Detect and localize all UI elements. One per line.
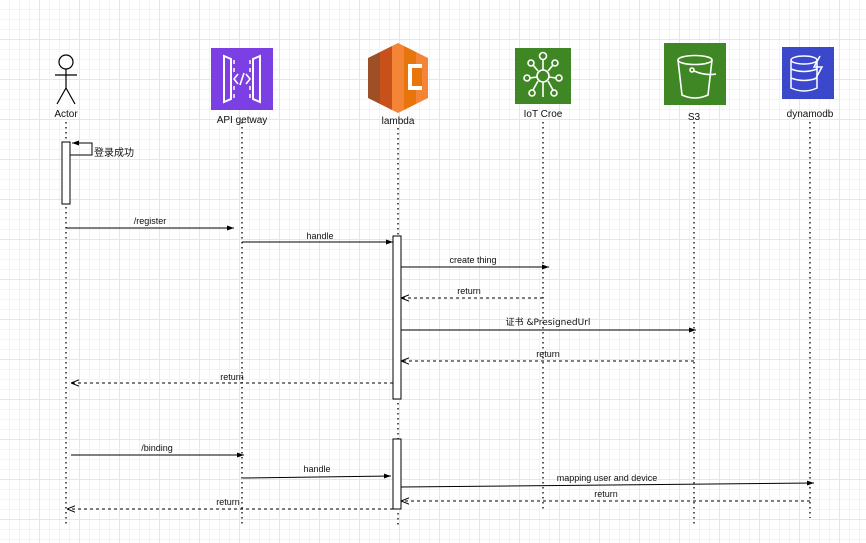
- message-label-handle: handle: [306, 231, 333, 241]
- iot-core-icon[interactable]: [515, 48, 571, 104]
- activation-bar-lambda-binding: [392, 438, 402, 510]
- activation-bar-actor: [61, 141, 71, 205]
- message-handle-binding-arrow: [242, 473, 392, 479]
- return-label-dynamodb: return: [594, 489, 618, 499]
- participant-label-iot-core: IoT Croe: [524, 109, 563, 120]
- message-label-presigned-url: 证书 &PresignedUrl: [506, 317, 591, 328]
- return-label-actor-binding: return: [216, 497, 240, 507]
- return-label-s3: return: [536, 349, 560, 359]
- message-label-login-success: 登录成功: [94, 146, 134, 159]
- s3-bucket-icon[interactable]: [664, 43, 726, 105]
- api-gateway-icon[interactable]: [211, 48, 273, 110]
- message-label-register: /register: [134, 216, 167, 226]
- participant-label-s3: S3: [688, 112, 701, 123]
- participant-label-actor: Actor: [54, 109, 78, 120]
- return-label-actor-register: return: [220, 372, 244, 382]
- activation-bar-lambda-register: [392, 235, 402, 400]
- return-label-iot: return: [457, 286, 481, 296]
- participant-label-dynamodb: dynamodb: [787, 109, 834, 120]
- dynamodb-icon[interactable]: [782, 47, 834, 99]
- lambda-icon[interactable]: [368, 43, 428, 113]
- message-mapping-arrow: [400, 480, 815, 488]
- participant-label-lambda: lambda: [382, 116, 415, 127]
- participant-label-api-gateway: API getway: [217, 115, 268, 126]
- message-label-binding: /binding: [141, 443, 173, 453]
- actor-stick-figure-icon[interactable]: [55, 54, 77, 105]
- message-label-create-thing: create thing: [449, 255, 496, 265]
- message-self-login-arrow: [70, 140, 93, 156]
- message-label-mapping: mapping user and device: [557, 473, 658, 483]
- message-label-handle-binding: handle: [303, 464, 330, 474]
